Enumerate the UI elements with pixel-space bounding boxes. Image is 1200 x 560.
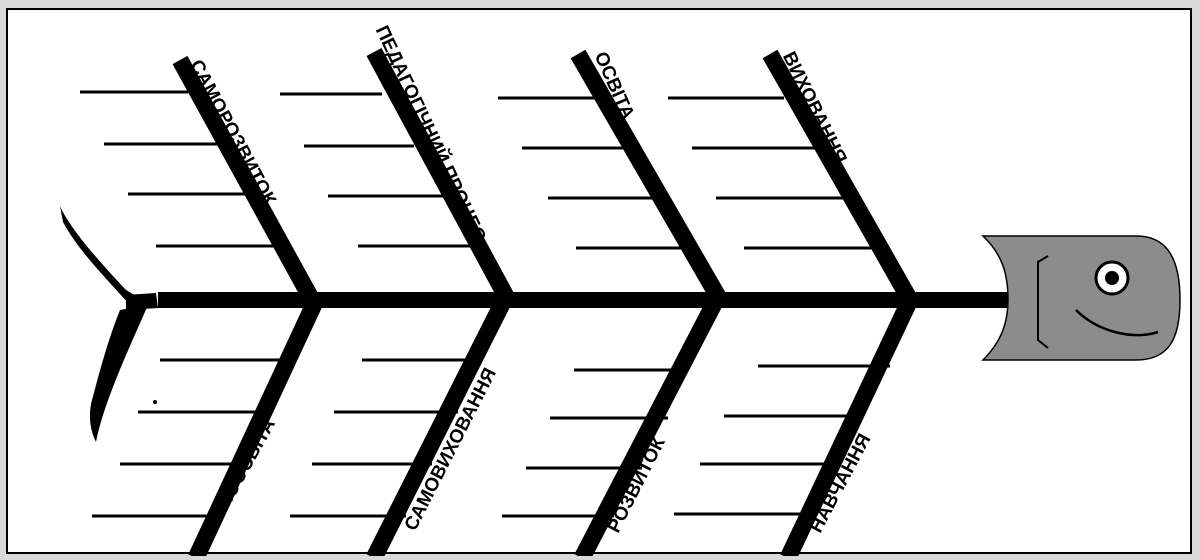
bottom-bones [196, 300, 910, 556]
tail-lower-fin [90, 305, 148, 442]
spine [158, 292, 1018, 308]
category-bone [582, 300, 716, 556]
tail-dot [153, 400, 157, 404]
top-category-label: САМОРОЗВИТОК [185, 56, 280, 209]
fish-head [983, 236, 1180, 360]
category-bone [788, 300, 910, 556]
tail-upper-fin [60, 206, 143, 305]
bottom-category-label: САМООСВІТА [199, 415, 280, 538]
head-shape [983, 236, 1180, 360]
tail-joint [126, 293, 158, 310]
eye-pupil [1105, 271, 1119, 285]
top-category-label: ВИХОВАННЯ [778, 49, 850, 168]
fish-tail [60, 206, 158, 442]
category-bone [374, 300, 504, 556]
top-category-label: ПЕДАГОГІЧНИЙ ПРОЦЕС [371, 22, 491, 245]
category-bone [578, 54, 720, 300]
category-bone [770, 54, 910, 300]
